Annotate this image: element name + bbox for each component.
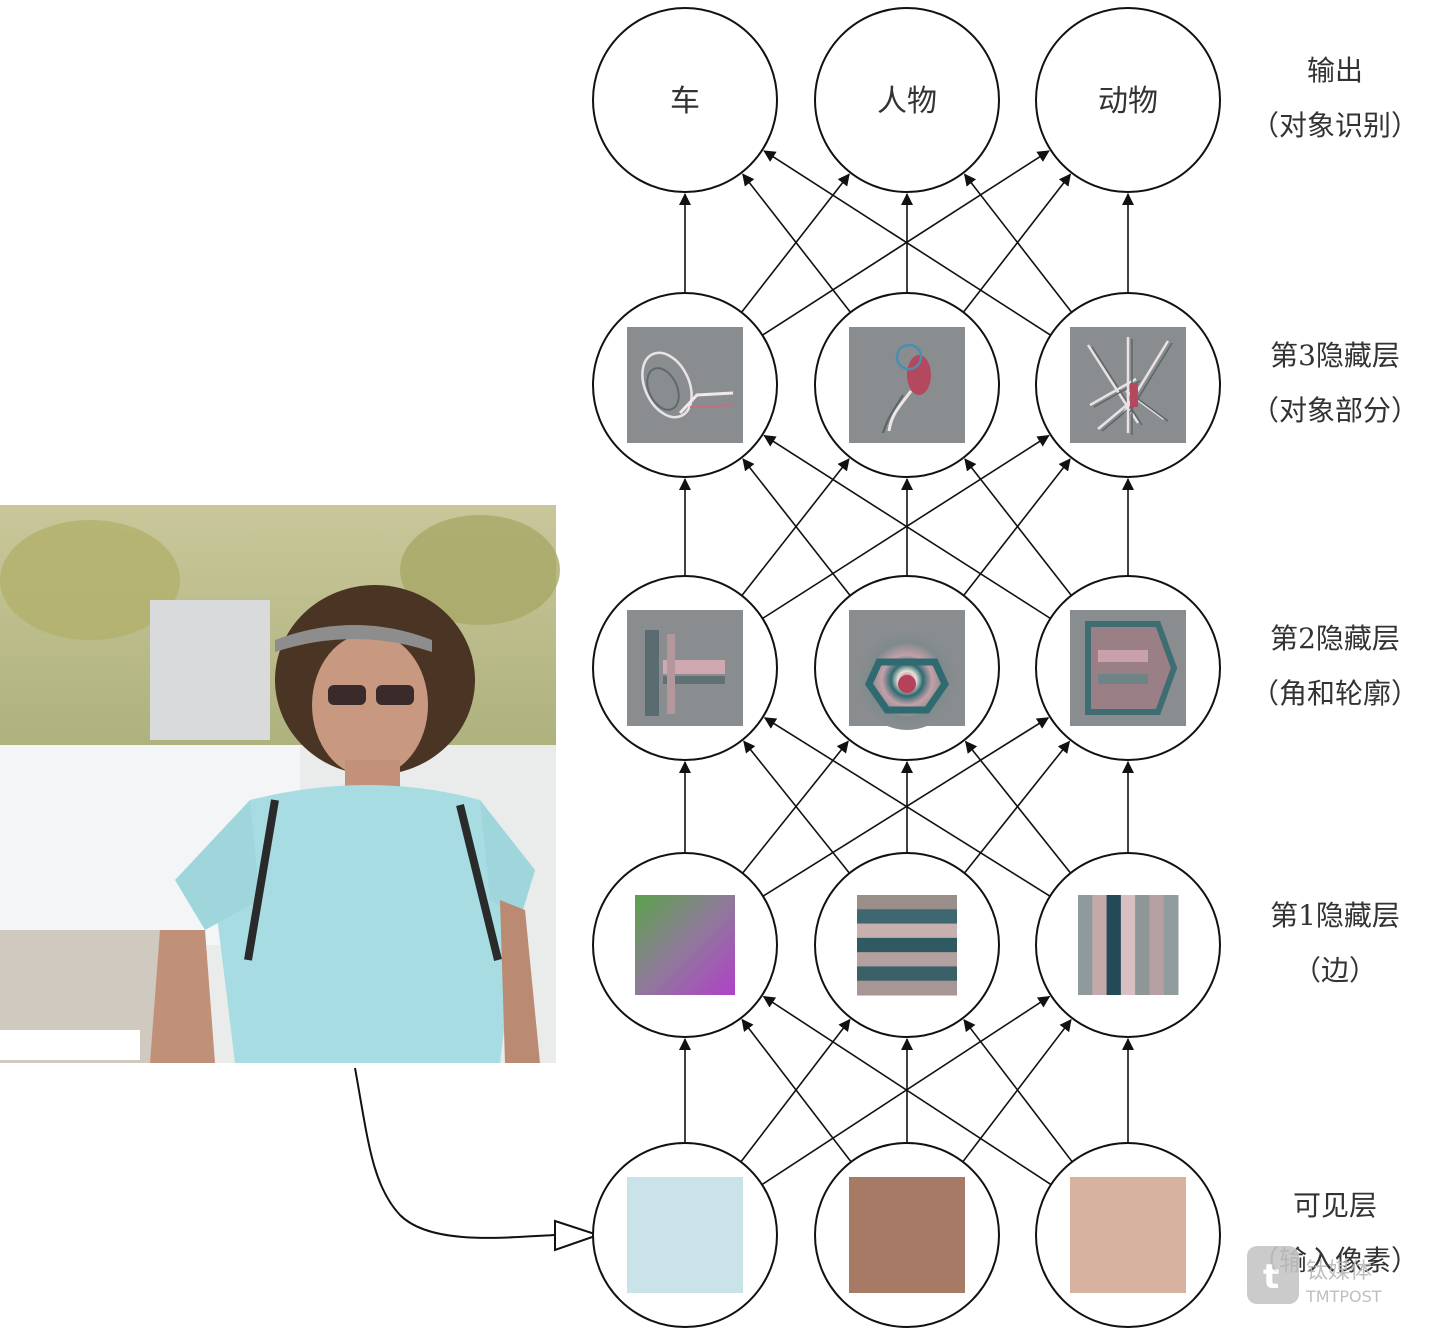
connection-arrow <box>964 740 1072 874</box>
layer-title: 第1隐藏层 <box>1270 899 1400 932</box>
layer-subtitle: （角和轮廓） <box>1251 677 1419 710</box>
hidden1-node-3 <box>1035 852 1221 1038</box>
hidden2-node-1 <box>592 575 778 761</box>
hidden3-node-3 <box>1035 292 1221 478</box>
output-label: 车 <box>670 84 700 119</box>
connection-arrow <box>743 740 851 874</box>
feature-corner-contour <box>627 610 743 726</box>
visible-node-1 <box>592 1142 778 1328</box>
connection-arrow <box>740 1018 851 1163</box>
feature-vertical-stripes <box>1078 895 1179 995</box>
connection-arrow <box>763 150 1052 336</box>
input-photo <box>0 505 560 1063</box>
input-pixel-swatch <box>627 1177 743 1293</box>
connection-arrow <box>741 458 850 597</box>
connection-arrow <box>762 995 1052 1186</box>
tmtpost-watermark: t 钛媒体 TMTPOST <box>1247 1246 1382 1306</box>
connection-arrow <box>963 173 1073 313</box>
feature-gradient-green-magenta <box>635 895 735 995</box>
connection-arrow <box>964 458 1073 596</box>
output-node-3: 动物 <box>1035 7 1221 193</box>
connection-arrow <box>762 434 1050 620</box>
hidden2-layer-label: 第2隐藏层 （角和轮廓） <box>1251 622 1419 710</box>
layer-subtitle: （对象识别） <box>1251 109 1419 142</box>
output-label: 动物 <box>1098 84 1158 119</box>
watermark-brand: 钛媒体 <box>1306 1259 1372 1284</box>
feature-hexagon-contour <box>1070 610 1186 726</box>
output-node-1: 车 <box>592 7 778 193</box>
connection-arrow <box>741 740 849 874</box>
layer-subtitle: （对象部分） <box>1251 394 1419 427</box>
layer-title: 第3隐藏层 <box>1270 339 1400 372</box>
visible-node-2 <box>814 1142 1000 1328</box>
node-circle <box>592 7 778 193</box>
feature-object-part-figure <box>849 327 965 443</box>
connection-arrow <box>963 740 1071 874</box>
output-label: 人物 <box>877 84 937 119</box>
connection-arrow <box>761 995 1051 1186</box>
visible-node-3 <box>1035 1142 1221 1328</box>
hidden3-layer-label: 第3隐藏层 （对象部分） <box>1251 339 1419 427</box>
hidden1-layer-label: 第1隐藏层 （边） <box>1270 899 1400 987</box>
layer-title: 输出 <box>1307 54 1363 87</box>
node-circle <box>1035 7 1221 193</box>
connection-arrow <box>763 434 1051 620</box>
connection-arrow <box>742 173 852 313</box>
input-pixel-swatch <box>849 1177 965 1293</box>
svg-text:t: t <box>1263 1257 1279 1297</box>
connection-arrow <box>763 717 1051 897</box>
hidden3-node-2 <box>814 292 1000 478</box>
feature-concentric-ring <box>849 610 965 730</box>
node-circle <box>814 7 1000 193</box>
photo-to-input-arrow <box>354 1067 556 1239</box>
layer-title: 可见层 <box>1293 1189 1377 1222</box>
hidden2-node-2 <box>814 575 1000 761</box>
connection-arrow <box>740 173 850 313</box>
connection-arrow <box>742 458 851 597</box>
connection-arrow <box>762 717 1050 897</box>
hidden2-node-3 <box>1035 575 1221 761</box>
connection-arrow <box>741 1018 852 1163</box>
feature-object-part-limbs <box>1070 327 1186 443</box>
connection-arrow <box>962 173 1072 313</box>
watermark-sub: TMTPOST <box>1305 1287 1382 1306</box>
tmtpost-logo-icon <box>1247 1246 1299 1304</box>
layer-subtitle: （边） <box>1293 954 1377 987</box>
hidden1-node-2 <box>814 852 1000 1038</box>
connection-arrow <box>761 150 1050 336</box>
feature-horizontal-stripes <box>857 895 957 996</box>
feature-object-part-wheel <box>627 327 743 443</box>
connection-arrow <box>963 1019 1073 1163</box>
connection-arrow <box>962 1019 1072 1163</box>
input-pixel-swatch <box>1070 1177 1186 1293</box>
photo-to-input-arrowhead <box>554 1219 602 1252</box>
hidden1-node-1 <box>592 852 778 1038</box>
output-node-2: 人物 <box>814 7 1000 193</box>
layer-title: 第2隐藏层 <box>1270 622 1400 655</box>
output-layer-label: 输出 （对象识别） <box>1251 54 1419 142</box>
hidden3-node-1 <box>592 292 778 478</box>
connection-arrow <box>962 458 1071 596</box>
